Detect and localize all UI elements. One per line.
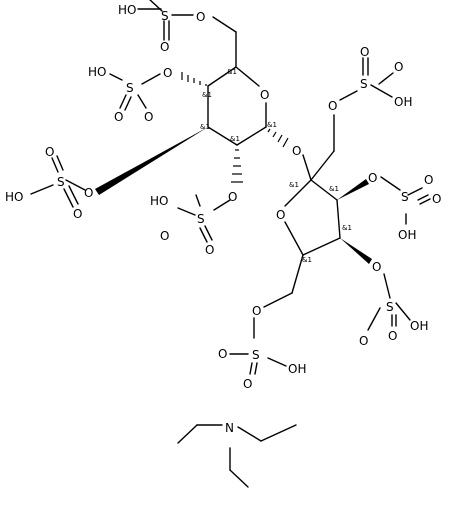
sulfate7-oxo-b: O xyxy=(388,329,397,343)
sulfate4-oxo-a: O xyxy=(160,229,169,243)
sulfate4-oxo-b: O xyxy=(205,243,214,257)
sulfate2-hydroxyl: HO xyxy=(88,65,106,79)
c1prime-ester-oxygen: O xyxy=(328,99,337,113)
sulfate2-sulfur: S xyxy=(126,81,134,95)
c6-ester-oxygen: O xyxy=(196,10,205,24)
amine-nitrogen: N xyxy=(225,421,234,435)
atom-labels: O O O O S HO O O S HO O O O S HO O O O S… xyxy=(5,3,441,435)
furanose-ring-bonds xyxy=(284,179,341,256)
sulfate2-oxo-a: O xyxy=(114,110,123,124)
sulfate3-hydroxyl: HO xyxy=(5,190,23,204)
stereo-labels: &1 &1 &1 &1 &1 &1 &1 &1 &1 xyxy=(200,68,352,264)
sulfate5-hydroxyl: OH xyxy=(394,95,412,109)
triethylamine-bonds xyxy=(177,424,297,488)
c6prime-substituent-bonds xyxy=(229,254,304,375)
sulfate6-sulfur: S xyxy=(401,190,409,204)
stereo-label-c1: &1 xyxy=(267,121,277,129)
c6-substituent-bonds xyxy=(137,0,237,68)
stereo-label-c2prime: &1 xyxy=(289,181,299,189)
c2-ester-oxygen: O xyxy=(228,190,237,204)
sulfate8-hydroxyl: OH xyxy=(288,362,306,376)
sulfate7-oxo-a: O xyxy=(359,334,368,348)
ring-oxygen-pyranose: O xyxy=(260,88,269,102)
sulfate5-sulfur: S xyxy=(360,77,368,91)
sulfate4-hydroxyl: HO xyxy=(150,194,168,208)
sulfate3-oxo-a: O xyxy=(45,145,54,159)
pyranose-ring-bonds xyxy=(207,66,267,146)
sulfate1-oxo-a: O xyxy=(160,40,169,54)
sulfate3-oxo-b: O xyxy=(73,207,82,221)
c3prime-ester-oxygen: O xyxy=(368,171,377,185)
stereo-label-c4: &1 xyxy=(202,91,212,99)
c4prime-substituent-bonds xyxy=(340,238,411,331)
stereo-label-c5: &1 xyxy=(227,68,237,76)
sulfate5-oxo-a: O xyxy=(360,45,369,59)
c6prime-ester-oxygen: O xyxy=(252,304,261,318)
sulfate6-hydroxyl: OH xyxy=(398,228,416,242)
sulfate3-sulfur: S xyxy=(57,175,65,189)
c3-ester-oxygen: O xyxy=(84,186,93,200)
stereo-label-c3: &1 xyxy=(200,123,210,131)
stereo-label-c5prime: &1 xyxy=(302,256,312,264)
stereo-label-c3prime: &1 xyxy=(329,185,339,193)
sulfate8-sulfur: S xyxy=(252,348,260,362)
sulfate5-oxo-b: O xyxy=(394,60,403,74)
stereo-label-c4prime: &1 xyxy=(342,224,352,232)
sulfate4-sulfur: S xyxy=(197,212,205,226)
c2-substituent-bonds xyxy=(177,149,243,243)
c4-ester-oxygen: O xyxy=(163,66,172,80)
sulfate8-oxo-a: O xyxy=(218,347,227,361)
stereo-label-c2: &1 xyxy=(230,135,240,143)
sulfate6-oxo-b: O xyxy=(432,192,441,206)
c3prime-substituent-bonds xyxy=(337,176,431,225)
sulfate7-sulfur: S xyxy=(386,300,394,314)
sulfate2-oxo-b: O xyxy=(144,110,153,124)
sulfate1-hydroxyl: HO xyxy=(118,3,136,17)
glycosidic-oxygen: O xyxy=(292,144,301,158)
c3-substituent-bonds xyxy=(30,127,208,208)
glycosidic-bonds xyxy=(267,128,312,181)
c1prime-substituent-bonds xyxy=(310,57,394,181)
sulfate8-oxo-b: O xyxy=(243,377,252,391)
sulfate6-oxo-a: O xyxy=(424,173,433,187)
sulfate7-hydroxyl: OH xyxy=(410,319,428,333)
c4prime-ester-oxygen: O xyxy=(372,260,381,274)
ring-oxygen-furanose: O xyxy=(276,208,285,222)
sulfate1-sulfur: S xyxy=(161,9,169,23)
c4-substituent-bonds xyxy=(109,72,207,111)
